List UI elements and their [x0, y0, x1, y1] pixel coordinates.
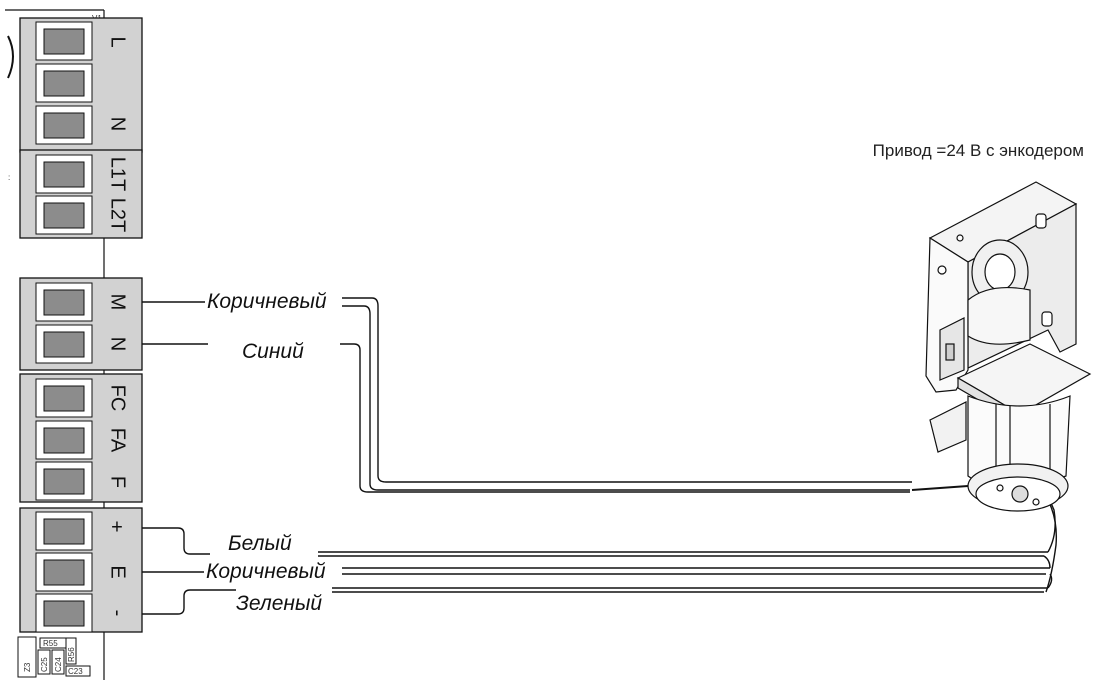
terminal-block-power: L N [19, 17, 143, 153]
terminal-label-N-motor: N [107, 337, 129, 351]
terminal-N: N [35, 105, 129, 145]
terminal-label-FC: FC [107, 385, 129, 412]
wire-enc-minus-lead [142, 589, 236, 615]
mount-hole-3 [937, 265, 947, 275]
terminal-gap [35, 63, 93, 103]
wire-enc-plus-lead [142, 527, 210, 555]
wire-label-enc-e: Коричневый [206, 560, 326, 583]
encoder-screw-2 [1032, 498, 1040, 506]
wire-motor-n [340, 343, 910, 493]
terminal-label-minus: - [107, 610, 129, 617]
wire-enc-riser-1 [1047, 495, 1056, 553]
clutch-housing [967, 286, 1031, 345]
terminal-L: L [35, 21, 129, 61]
wire-enc-riser-2 [1043, 555, 1051, 569]
mount-hole-1 [1035, 213, 1047, 229]
terminal-minus: - [35, 593, 129, 633]
terminal-block-motor: M N [19, 277, 143, 371]
release-knob [945, 343, 955, 361]
wires [142, 297, 1058, 615]
terminal-label-L2T: L2T [107, 198, 129, 232]
pcb-label-r55: R55 [43, 639, 58, 648]
pcb-mark: : [8, 173, 10, 182]
wire-label-enc-minus: Зеленый [236, 592, 322, 615]
terminal-F: F [35, 461, 129, 501]
terminal-label-E: E [107, 565, 129, 578]
mount-hole-4 [956, 234, 964, 242]
gear-motor-illustration [911, 181, 1092, 512]
mount-bracket [929, 401, 967, 453]
terminal-L2T: L2T [35, 195, 129, 235]
pcb-label-z3: Z3 [23, 662, 32, 672]
encoder-hub [1011, 485, 1029, 503]
mount-hole-2 [1041, 311, 1053, 327]
terminal-block-lamp: L1T L2T [19, 149, 143, 239]
terminal-label-N: N [107, 117, 129, 131]
terminal-M: M [35, 282, 129, 322]
terminal-block-limit: FC FA F [19, 373, 143, 503]
terminal-FC: FC [35, 378, 129, 418]
terminal-label-L: L [107, 36, 129, 47]
terminal-E: E [35, 552, 129, 592]
terminal-label-FA: FA [107, 428, 129, 453]
terminal-label-F: F [107, 476, 129, 488]
terminal-L1T: L1T [35, 154, 129, 194]
pcb-label-c24: C24 [54, 657, 63, 672]
wire-label-motor-m: Коричневый [207, 290, 327, 313]
terminal-label-plus: + [111, 516, 123, 538]
terminal-label-M: M [107, 294, 129, 311]
pcb-label-c25: C25 [40, 657, 49, 672]
pcb-label-r56: R56 [67, 647, 76, 662]
wire-motor-m-b [342, 305, 910, 491]
pcb-label-c23: C23 [68, 667, 83, 676]
capacitor-outline [7, 35, 14, 79]
encoder-screw-1 [996, 484, 1004, 492]
terminal-FA: FA [35, 420, 129, 460]
motor-title: Привод =24 В с энкодером [873, 141, 1084, 160]
terminal-N-motor: N [35, 324, 129, 364]
wire-motor-m-a [342, 297, 912, 483]
wire-enc-riser-4 [1045, 499, 1058, 593]
output-shaft-hole [984, 253, 1016, 291]
pcb-components: Z3 C25 C24 R55 R56 C23 [17, 636, 91, 678]
motor-cable [911, 485, 969, 491]
terminal-block-encoder: + E - [19, 507, 143, 633]
wire-label-motor-n: Синий [242, 340, 304, 363]
wire-label-enc-plus: Белый [228, 532, 292, 555]
terminal-label-L1T: L1T [107, 157, 129, 191]
terminal-plus: + [35, 511, 123, 551]
